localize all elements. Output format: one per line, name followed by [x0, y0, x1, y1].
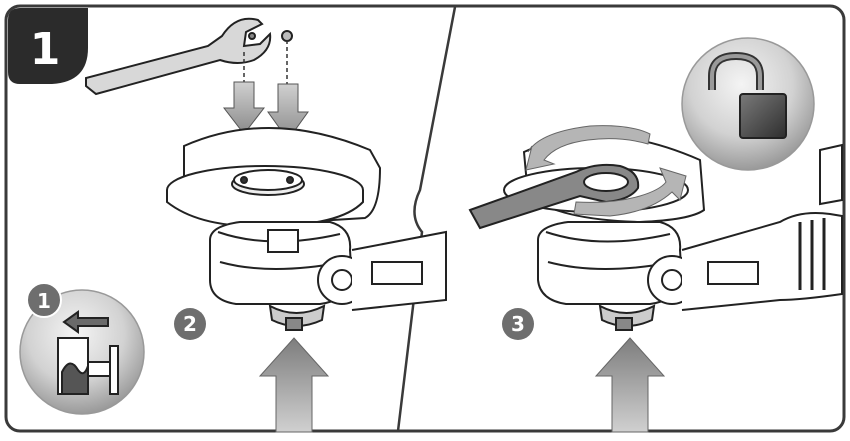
svg-text:3: 3: [511, 312, 525, 336]
press-up-arrow-left: [258, 337, 330, 433]
spindle-lock-button-icon: [57, 310, 119, 395]
spindle-lock-button-right: [598, 304, 656, 331]
spindle-lock-inset: 1: [19, 282, 145, 415]
substep-number-1: 1: [37, 289, 51, 313]
press-up-arrow-right: [594, 337, 666, 433]
insert-down-arrows: [222, 81, 309, 141]
substep-badge-2: 2: [174, 308, 206, 340]
spanner-wrench: [85, 17, 293, 96]
step-number: 1: [30, 24, 61, 75]
substep-badge-3: 3: [502, 308, 534, 340]
spindle-lock-button: [268, 304, 326, 331]
panel-divider: [396, 6, 457, 432]
left-panel: [85, 17, 447, 331]
step-badge: 1: [8, 8, 88, 84]
motor-housing-right: [681, 212, 843, 311]
motor-housing: [351, 230, 447, 311]
unlocked-padlock-icon: [708, 51, 787, 139]
unlock-inset: [681, 37, 815, 171]
counterclockwise-rotation-arrows: [525, 125, 687, 217]
right-panel: [468, 134, 843, 331]
svg-text:2: 2: [183, 312, 197, 336]
